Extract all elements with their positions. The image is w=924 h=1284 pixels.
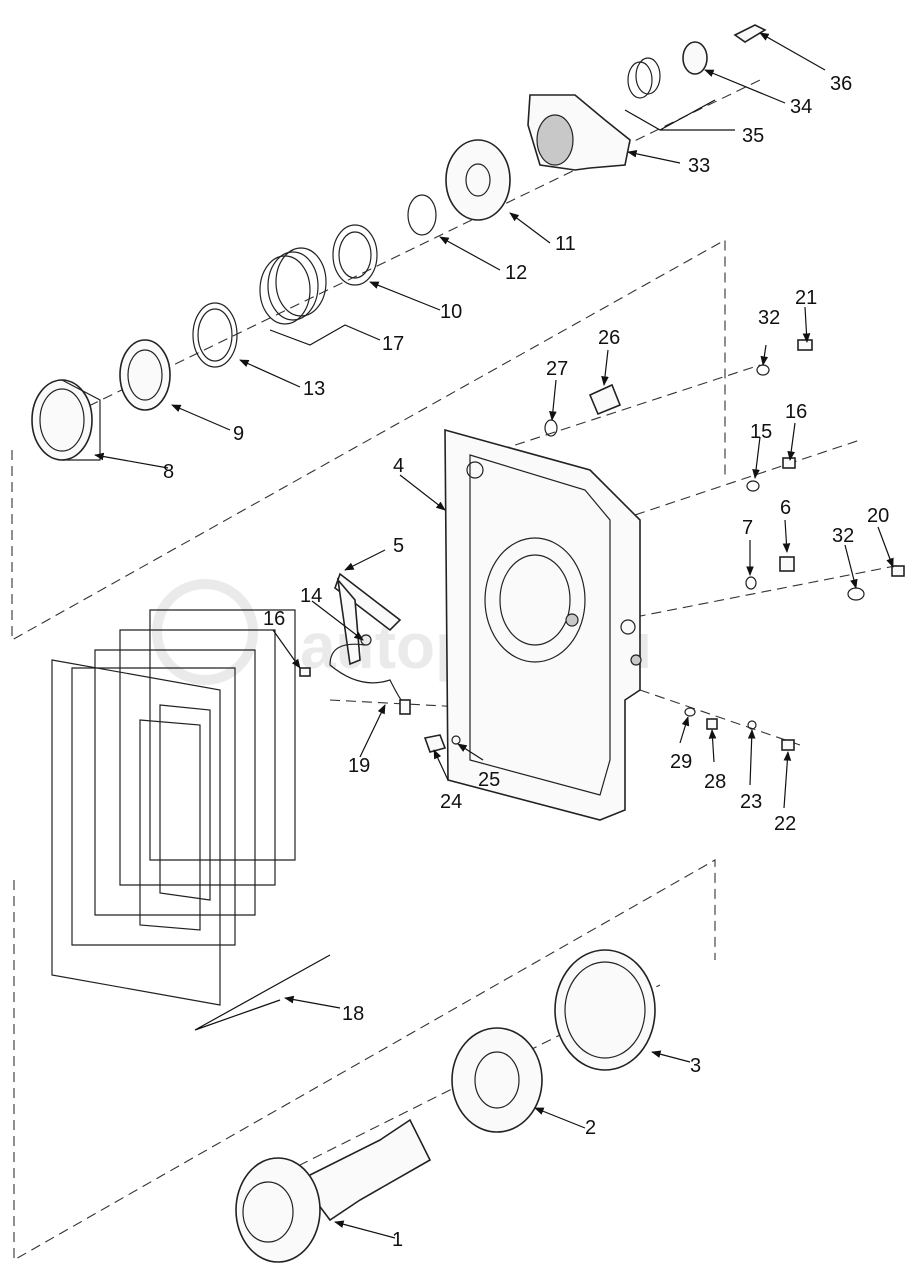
label-3: 3: [690, 1055, 701, 1077]
label-16-right: 16: [785, 401, 807, 423]
label-26: 26: [598, 327, 620, 349]
part-labels: 1 2 3 4 5 6 7 8 9 10 11 12 13 14 15 16 1…: [163, 73, 889, 1251]
label-21: 21: [795, 287, 817, 309]
label-4: 4: [393, 455, 404, 477]
label-18: 18: [342, 1003, 364, 1025]
label-13: 13: [303, 378, 325, 400]
label-12: 12: [505, 262, 527, 284]
label-32-right: 32: [832, 525, 854, 547]
label-2: 2: [585, 1117, 596, 1139]
label-9: 9: [233, 423, 244, 445]
gasket-stack: [51, 609, 296, 1006]
assembly-axis-lines: [11, 79, 901, 1261]
upper-parts: [31, 24, 767, 461]
label-5: 5: [393, 535, 404, 557]
label-32-top: 32: [758, 307, 780, 329]
label-19: 19: [348, 755, 370, 777]
label-16-left: 16: [263, 608, 285, 630]
label-27: 27: [546, 358, 568, 380]
label-17: 17: [382, 333, 404, 355]
label-35: 35: [742, 125, 764, 147]
bracket: [334, 572, 402, 666]
label-20: 20: [867, 505, 889, 527]
label-11: 11: [555, 233, 576, 255]
leader-lines: [94, 32, 894, 1239]
housing-plate: [444, 428, 642, 821]
label-24: 24: [440, 791, 462, 813]
label-23: 23: [740, 791, 762, 813]
label-33: 33: [688, 155, 710, 177]
label-29: 29: [670, 751, 692, 773]
label-14: 14: [300, 585, 322, 607]
label-10: 10: [440, 301, 462, 323]
label-8: 8: [163, 461, 174, 483]
label-7: 7: [742, 517, 753, 539]
label-15: 15: [750, 421, 772, 443]
label-25: 25: [478, 769, 500, 791]
label-36: 36: [830, 73, 852, 95]
label-1: 1: [392, 1229, 403, 1251]
label-22: 22: [774, 813, 796, 835]
label-34: 34: [790, 96, 812, 118]
sensor-harness: [329, 634, 461, 753]
label-6: 6: [780, 497, 791, 519]
lower-parts: [235, 949, 656, 1263]
label-28: 28: [704, 771, 726, 793]
